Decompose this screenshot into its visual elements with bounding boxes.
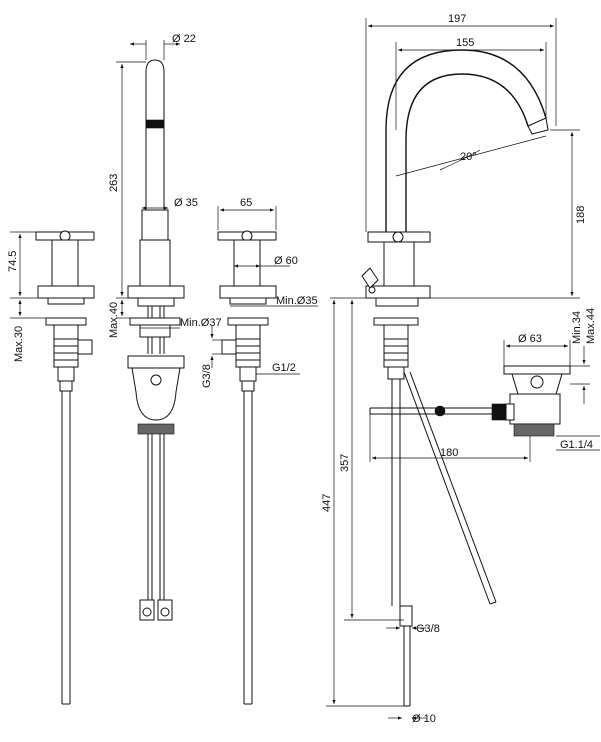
spout-tip-diameter-label: Ø 22 [172, 33, 196, 45]
waste-reach-label: 180 [440, 447, 458, 459]
spout-height-label: 263 [108, 174, 120, 192]
spout-clearance-label: 188 [575, 206, 587, 224]
total-height-label: 447 [321, 494, 333, 512]
thread-g38-bottom-label: G3/8 [416, 623, 440, 635]
waste-thread-label: G1.1/4 [560, 439, 593, 451]
pipe-diameter-label: Ø 10 [412, 713, 436, 725]
handle-base-diameter-label: Ø 60 [274, 255, 298, 267]
right-handle-view [210, 206, 318, 705]
spout-min-hole-label: Min.Ø37 [180, 317, 222, 329]
waste-min-label: Min.34 [571, 311, 583, 344]
handle-max-thickness-label: Max.30 [13, 326, 25, 362]
waste-diameter-label: Ø 63 [518, 333, 542, 345]
spout-reach-label: 155 [456, 37, 474, 49]
rod-length-label: 357 [339, 454, 351, 472]
overall-width-label: 197 [448, 13, 466, 25]
left-handle-view [10, 230, 95, 705]
spout-base-diameter-label: Ø 35 [174, 197, 198, 209]
thread-g38-left-label: G3/8 [201, 364, 213, 388]
side-view [326, 18, 600, 720]
spout-front-view [116, 40, 185, 621]
spout-angle-label: 20° [460, 151, 477, 163]
handle-height-label: 74.5 [7, 251, 19, 272]
handle-width-label: 65 [240, 197, 252, 209]
waste-max-label: Max.44 [585, 308, 597, 344]
thread-g12-label: G1/2 [272, 362, 296, 374]
spout-max-thickness-label: Max.40 [108, 302, 120, 338]
handle-min-hole-label: Min.Ø35 [276, 295, 318, 307]
